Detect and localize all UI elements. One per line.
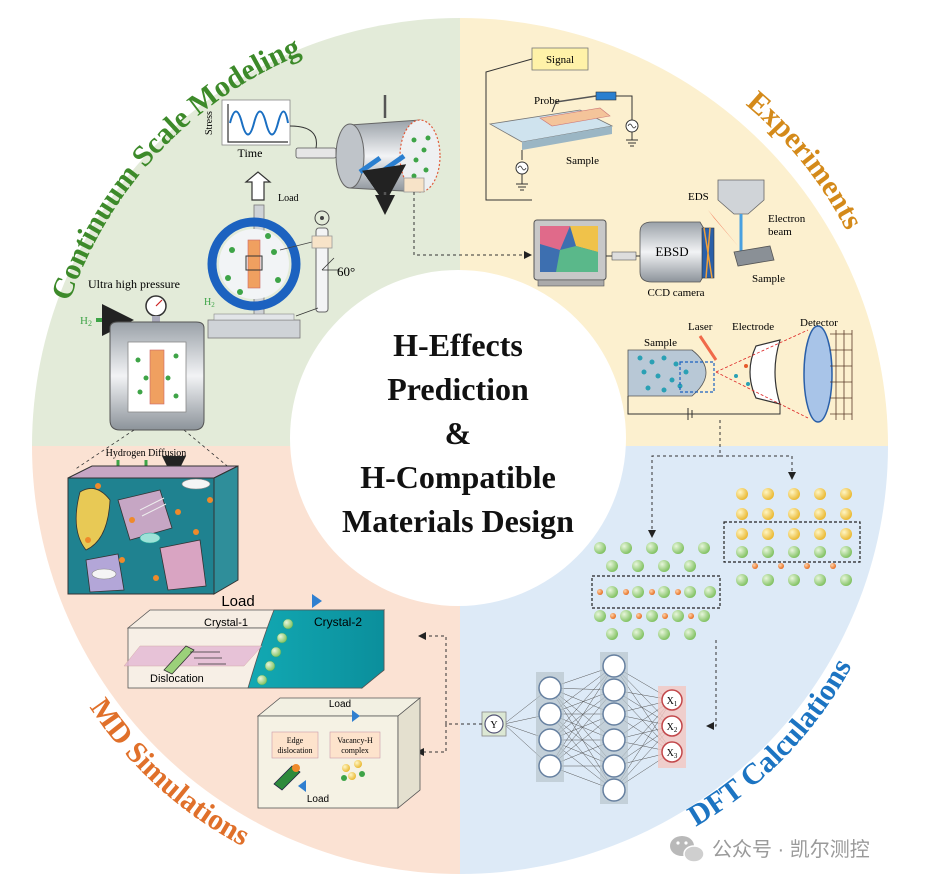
h2-label-vessel: H2: [80, 315, 92, 328]
laser-label: Laser: [688, 321, 713, 333]
probe-label: Probe: [534, 95, 560, 107]
x2-node-label: X2: [667, 722, 678, 734]
edge-dislocation-label-2: dislocation: [277, 746, 312, 755]
pressure-vessel: Ultra high pressure H2: [80, 277, 205, 431]
ccd-camera-label: CCD camera: [647, 287, 704, 299]
stress-axis-label: Stress: [204, 111, 215, 135]
cylinder-specimen: [335, 95, 441, 210]
stress-time-plot: Stress Time: [204, 99, 291, 160]
atom-probe-setup: Sample Laser Electrode Detector: [627, 317, 853, 423]
load-label-box: Load: [329, 699, 351, 710]
center-line-4: H-Compatible: [360, 459, 556, 495]
ebsd-setup: Electron beam EDS Sample EBSD CCD camera: [533, 179, 806, 299]
center-line-1: H-Effects: [393, 327, 523, 363]
h2-label-ring: H2: [204, 297, 215, 309]
y-node-label: Y: [490, 720, 497, 731]
experiments-panel: Signal Probe Sample Electron beam: [485, 47, 853, 538]
md-panel: Load Crystal-1 Crystal-2 Dislocation Lo: [123, 593, 422, 809]
center-line-2: Prediction: [387, 371, 529, 407]
crystal-box: Crystal-1 Crystal-2 Dislocation: [123, 609, 386, 689]
load-label-top: Load: [221, 593, 254, 610]
load-label-bottom: Load: [307, 794, 329, 805]
time-axis-label: Time: [238, 146, 263, 160]
electrode-label: Electrode: [732, 321, 774, 333]
notched-specimen: 60°: [295, 210, 355, 317]
sample-label-ebsd: Sample: [752, 273, 785, 285]
vacancy-label-1: Vacancy-H: [337, 736, 373, 745]
eds-label: EDS: [688, 191, 709, 203]
load-label-continuum: Load: [278, 193, 299, 204]
sample-label-probe: Sample: [566, 155, 599, 167]
center-line-5: Materials Design: [342, 503, 574, 539]
crystal1-label: Crystal-1: [204, 617, 248, 629]
vacancy-label-2: complex: [341, 746, 369, 755]
angle-label: 60°: [337, 264, 355, 279]
lattice-left: [591, 542, 721, 640]
x3-node-label: X3: [667, 748, 678, 760]
wechat-icon: [670, 836, 705, 863]
crystal2-label: Crystal-2: [314, 615, 362, 629]
continuum-panel: Stress Time Load: [73, 95, 532, 471]
ultra-high-pressure-label: Ultra high pressure: [88, 277, 180, 291]
neural-network: X1 X2 X3 Y: [481, 652, 686, 804]
center-circle: [290, 270, 626, 606]
sample-label-apt: Sample: [644, 337, 677, 349]
ebsd-label: EBSD: [655, 244, 688, 259]
center-hub: H-Effects Prediction & H-Compatible Mate…: [290, 270, 626, 606]
signal-label: Signal: [546, 54, 574, 66]
edge-dislocation-label-1: Edge: [287, 736, 304, 745]
x1-node-label: X1: [667, 696, 678, 708]
dislocation-label: Dislocation: [150, 673, 204, 685]
hydrogen-diffusion-block: Hydrogen Diffusion: [67, 448, 239, 595]
watermark: 公众号 · 凯尔测控: [670, 836, 870, 863]
load-arrow-icon: [244, 171, 272, 201]
vacancy-box: Load Edge dislocation Vacancy-H complex …: [256, 697, 422, 809]
detector-label: Detector: [800, 317, 838, 329]
sensor-box: [295, 147, 337, 159]
watermark-text: 公众号 · 凯尔测控: [712, 838, 870, 861]
electron-beam-label-1: Electron: [768, 213, 806, 225]
lattice-right: [723, 488, 861, 586]
ring-load-setup: Load H2: [204, 171, 313, 339]
electron-beam-label-2: beam: [768, 226, 792, 238]
probe-stage: Probe Sample: [488, 91, 639, 191]
center-line-3: &: [445, 415, 472, 451]
dft-panel: X1 X2 X3 Y: [416, 488, 861, 804]
hydrogen-diffusion-label: Hydrogen Diffusion: [106, 448, 187, 459]
